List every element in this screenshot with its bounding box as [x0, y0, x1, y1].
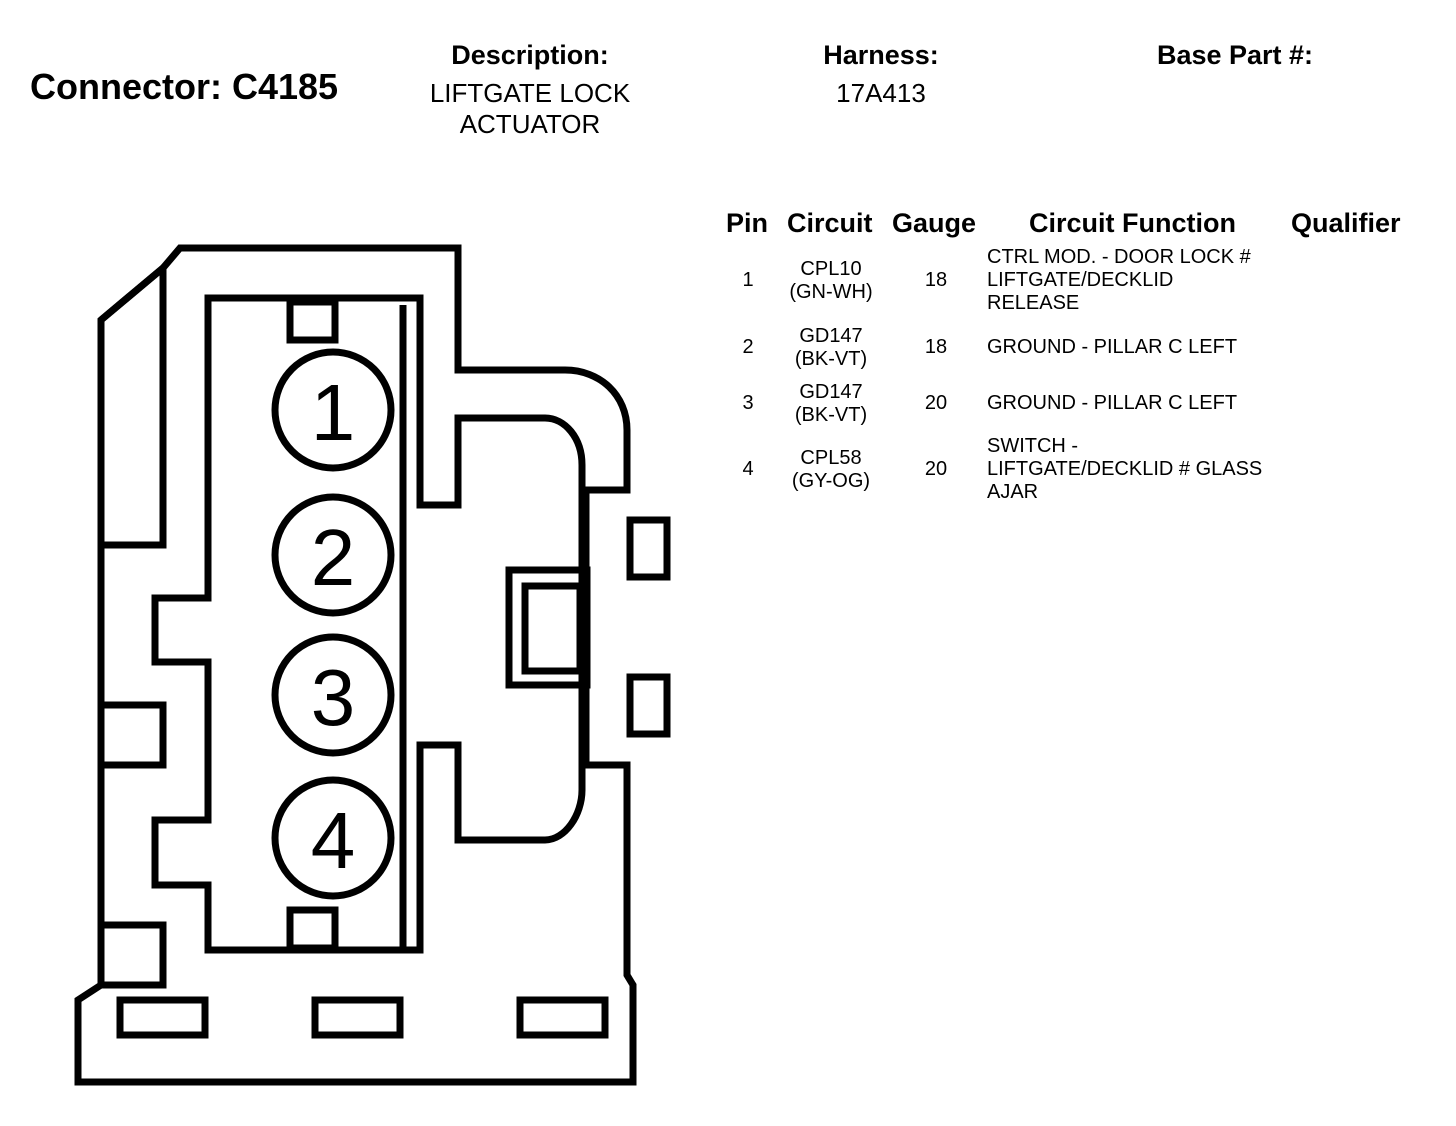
pin-cell: 3	[742, 392, 754, 414]
connector-latch-tab	[626, 673, 671, 738]
function-cell: GROUND - PILLAR C LEFT	[987, 392, 1287, 415]
function-line: GROUND - PILLAR C LEFT	[987, 392, 1238, 414]
pin-cell: 2	[742, 336, 754, 358]
connector-latch	[505, 566, 591, 689]
pin-cavity-1	[271, 348, 395, 472]
column-header-qualifier: Qualifier	[1291, 208, 1401, 238]
description-line-2: ACTUATOR	[459, 109, 601, 139]
column-header-gauge: Gauge	[892, 208, 977, 238]
connector-left-rib	[101, 701, 167, 769]
connector-latch-tab	[626, 516, 671, 581]
function-cell: SWITCH - LIFTGATE/DECKLID # GLASS AJAR	[987, 435, 1287, 504]
function-line: LIFTGATE/DECKLID	[987, 269, 1174, 291]
pin-label: 4	[311, 796, 356, 885]
pin-cavity-2	[271, 493, 395, 617]
connector-top-notch	[286, 298, 339, 344]
function-line: RELEASE	[987, 292, 1080, 314]
function-line: SWITCH -	[987, 435, 1079, 457]
circuit-color: (BK-VT)	[794, 404, 868, 426]
circuit-color: (GY-OG)	[791, 470, 871, 492]
circuit-id: GD147	[799, 381, 863, 403]
circuit-id: GD147	[799, 325, 863, 347]
gauge-cell: 18	[924, 269, 948, 291]
connector-inner-cavity	[151, 294, 586, 954]
connector-bottom-notch	[286, 906, 339, 952]
circuit-cell: CPL10 (GN-WH)	[780, 258, 882, 304]
pin-label: 1	[311, 368, 356, 457]
connector-face-diagram: 1 2 3 4	[74, 244, 671, 1086]
pin-cavity-3	[271, 633, 395, 757]
connector-latch-inner	[521, 582, 584, 675]
circuit-color: (BK-VT)	[794, 348, 868, 370]
function-line: CTRL MOD. - DOOR LOCK #	[987, 246, 1251, 268]
harness-label: Harness:	[823, 40, 939, 70]
pin-cell: 1	[742, 269, 754, 291]
description-value: LIFTGATE LOCK ACTUATOR	[400, 78, 660, 140]
connector-bottom-key	[311, 996, 404, 1039]
function-cell: GROUND - PILLAR C LEFT	[987, 336, 1287, 359]
pin-label: 2	[311, 513, 356, 602]
circuit-cell: GD147 (BK-VT)	[780, 325, 882, 371]
connector-bottom-key	[116, 996, 209, 1039]
pin-label: 3	[311, 653, 356, 742]
base-part-label: Base Part #:	[1156, 40, 1314, 70]
connector-left-rib	[101, 921, 167, 989]
column-header-circuit-function: Circuit Function	[1029, 208, 1236, 238]
harness-value: 17A413	[836, 78, 926, 108]
function-cell: CTRL MOD. - DOOR LOCK # LIFTGATE/DECKLID…	[987, 246, 1287, 315]
description-label: Description:	[451, 40, 609, 70]
gauge-cell: 20	[924, 458, 948, 480]
column-header-pin: Pin	[726, 208, 769, 238]
description-line-1: LIFTGATE LOCK	[429, 78, 631, 108]
function-line: GROUND - PILLAR C LEFT	[987, 336, 1238, 358]
column-header-circuit: Circuit	[787, 208, 873, 238]
function-line: LIFTGATE/DECKLID # GLASS	[987, 458, 1263, 480]
pin-cavity-4	[271, 776, 395, 900]
connector-left-rib	[98, 260, 167, 549]
circuit-id: CPL58	[800, 447, 862, 469]
circuit-id: CPL10	[800, 258, 862, 280]
circuit-cell: CPL58 (GY-OG)	[780, 447, 882, 493]
circuit-color: (GN-WH)	[789, 281, 873, 303]
gauge-cell: 18	[924, 336, 948, 358]
pin-cell: 4	[742, 458, 754, 480]
circuit-cell: GD147 (BK-VT)	[780, 381, 882, 427]
function-line: AJAR	[987, 481, 1039, 503]
connector-outer-housing	[74, 244, 637, 1086]
connector-bottom-key	[516, 996, 609, 1039]
gauge-cell: 20	[924, 392, 948, 414]
connector-title: Connector: C4185	[30, 66, 339, 107]
